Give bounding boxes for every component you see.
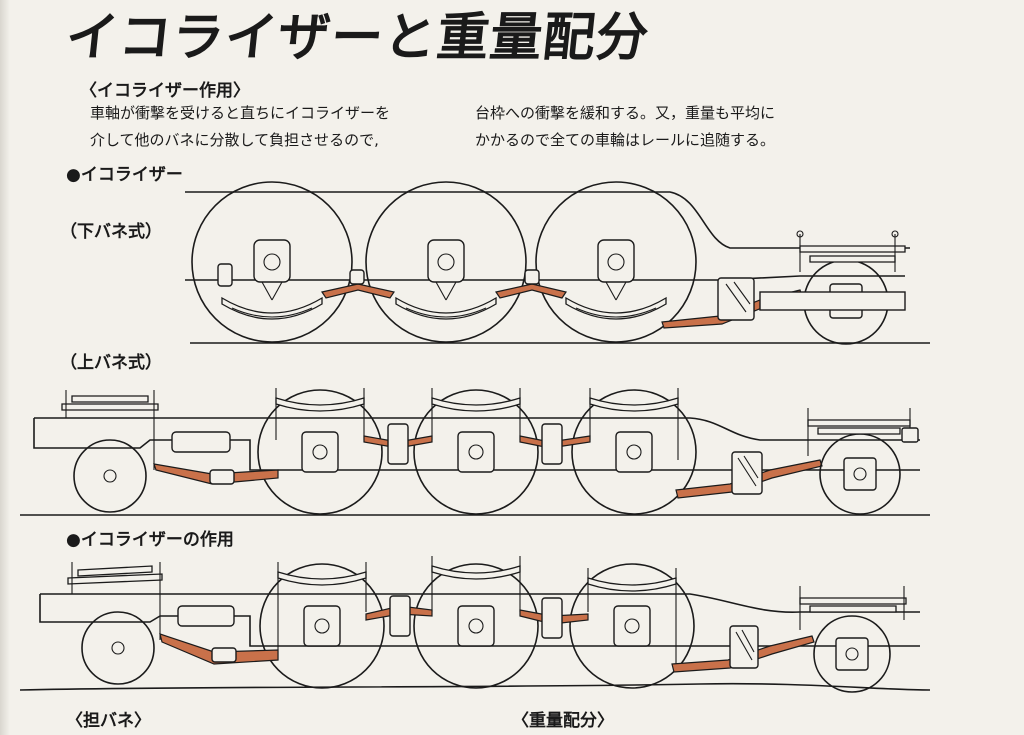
driving-wheel-3-3	[569, 563, 695, 689]
trailing-spring-2	[807, 408, 919, 456]
upper-spring-2-1	[275, 388, 365, 440]
paragraph-left-line-1: 車軸が衝撃を受けると直ちにイコライザーを	[90, 104, 391, 122]
equalizer-action-subheading: 〈イコライザー作用〉	[80, 81, 250, 101]
bottom-right-subheading: 〈重量配分〉	[512, 711, 614, 731]
axle-box-2	[427, 239, 465, 283]
lower-spring-label: （下バネ式）	[60, 222, 162, 242]
leading-spring-3	[67, 562, 163, 640]
driving-wheel-2	[365, 181, 527, 343]
leaf-spring-1	[221, 281, 323, 320]
action-spring-3-2	[431, 556, 521, 612]
action-spring-3-1	[277, 562, 367, 660]
driving-wheel-1	[191, 181, 353, 343]
leading-wheel-3	[81, 611, 155, 685]
section-action-heading: ●イコライザーの作用	[66, 530, 234, 550]
rail-line-3	[19, 682, 931, 691]
driving-wheel-3	[535, 181, 697, 343]
paragraph-right-line-2: かかるので全ての車輪はレールに追随する。	[475, 131, 776, 149]
upper-spring-2-2	[431, 388, 521, 440]
page-gutter-shadow	[0, 0, 10, 735]
driving-wheel-3-1	[259, 563, 385, 689]
bottom-left-subheading: 〈担バネ〉	[66, 711, 151, 731]
upper-spring-2-3	[589, 388, 679, 460]
frame-slot-1	[171, 431, 231, 453]
driving-wheel-2-2	[413, 389, 539, 515]
trailing-leaf-spring	[796, 230, 906, 272]
section-equalizer-heading: ●イコライザー	[66, 165, 183, 185]
trailing-wheel-3	[813, 615, 891, 693]
trailing-truck-frame	[759, 291, 906, 311]
upper-spring-label: （上バネ式）	[60, 353, 162, 373]
paragraph-left-line-2: 介して他のバネに分散して負担させるので,	[90, 131, 379, 149]
paragraph-right-line-1: 台枠への衝撃を緩和する。又，重量も平均に	[475, 104, 776, 122]
trailing-truck-bracket	[717, 277, 755, 321]
spring-hanger-front	[217, 263, 233, 287]
leaf-spring-2	[395, 281, 497, 320]
action-spring-3-3	[587, 568, 677, 664]
frame-top-line	[185, 191, 910, 249]
axle-box-1	[253, 239, 291, 283]
driving-wheel-3-2	[413, 563, 539, 689]
trailing-spring-3	[799, 586, 907, 630]
frame-top-line-2	[34, 417, 920, 441]
leaf-spring-3	[565, 281, 667, 320]
driving-wheel-2-1	[257, 389, 383, 515]
driving-wheel-2-3	[571, 389, 697, 515]
axle-box-3	[597, 239, 635, 283]
leading-spring-2	[61, 390, 159, 470]
frame-top-line-3	[40, 593, 920, 613]
leading-wheel-2	[73, 439, 147, 513]
